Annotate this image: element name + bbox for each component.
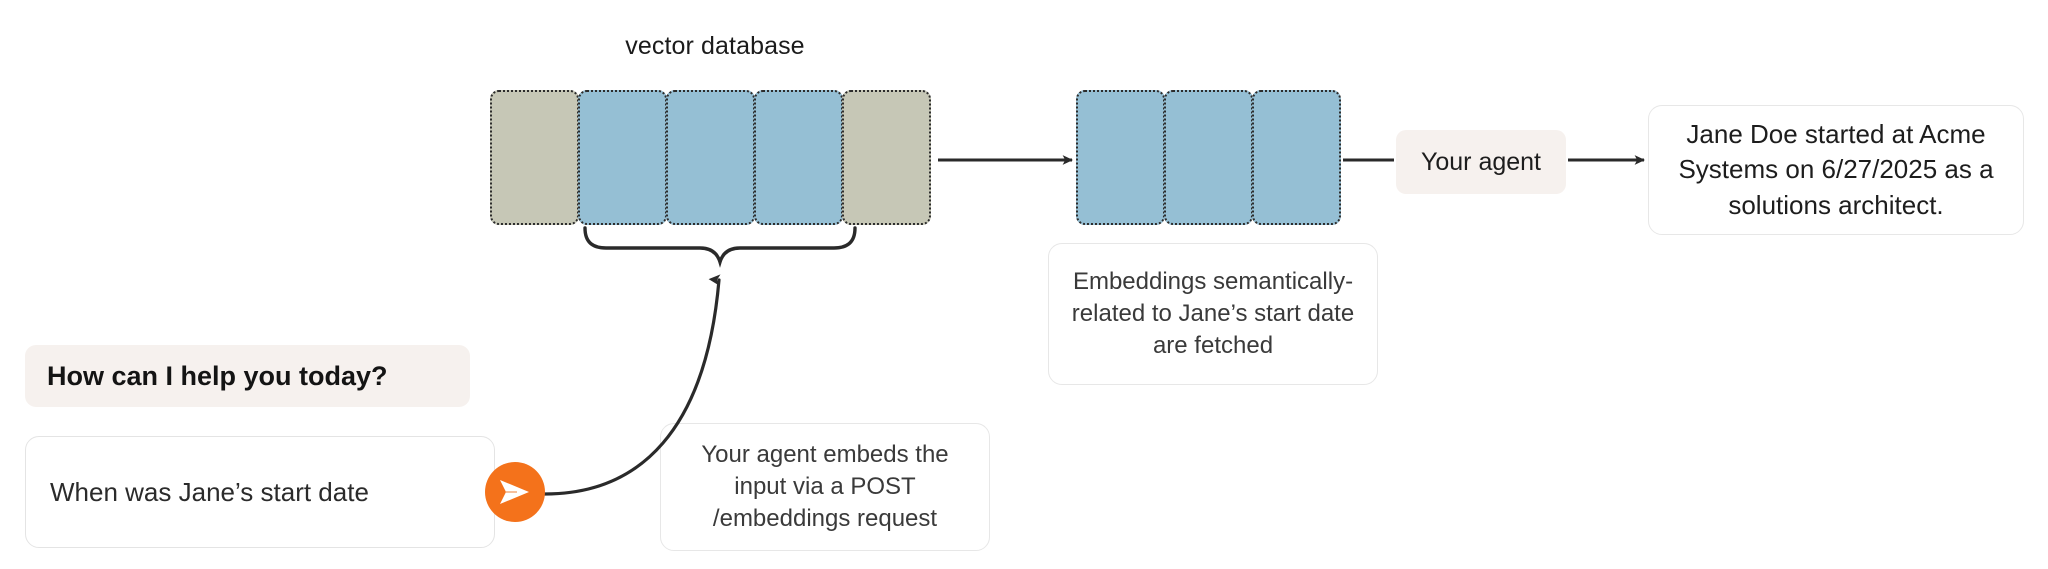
vector-block-1 [490,90,579,225]
final-answer-card: Jane Doe started at Acme Systems on 6/27… [1648,105,2024,235]
vector-block-4 [754,90,843,225]
vector-block-5 [842,90,931,225]
your-agent-node: Your agent [1396,130,1566,194]
vector-database-label: vector database [625,32,805,60]
vector-database-blocks [490,90,931,225]
fetched-block-3 [1252,90,1341,225]
send-button[interactable] [485,462,545,522]
fetched-block-1 [1076,90,1165,225]
brace-under-vector-blocks [583,226,857,268]
fetched-embeddings-blocks [1076,90,1341,225]
embed-request-note: Your agent embeds the input via a POST /… [660,423,990,551]
chat-input-field[interactable]: When was Jane’s start date [25,436,495,548]
fetched-embeddings-caption: Embeddings semantically-related to Jane’… [1048,243,1378,385]
vector-block-2 [578,90,667,225]
send-paper-plane-icon [498,477,532,507]
fetched-block-2 [1164,90,1253,225]
assistant-message-bubble: How can I help you today? [25,345,470,407]
vector-block-3 [666,90,755,225]
